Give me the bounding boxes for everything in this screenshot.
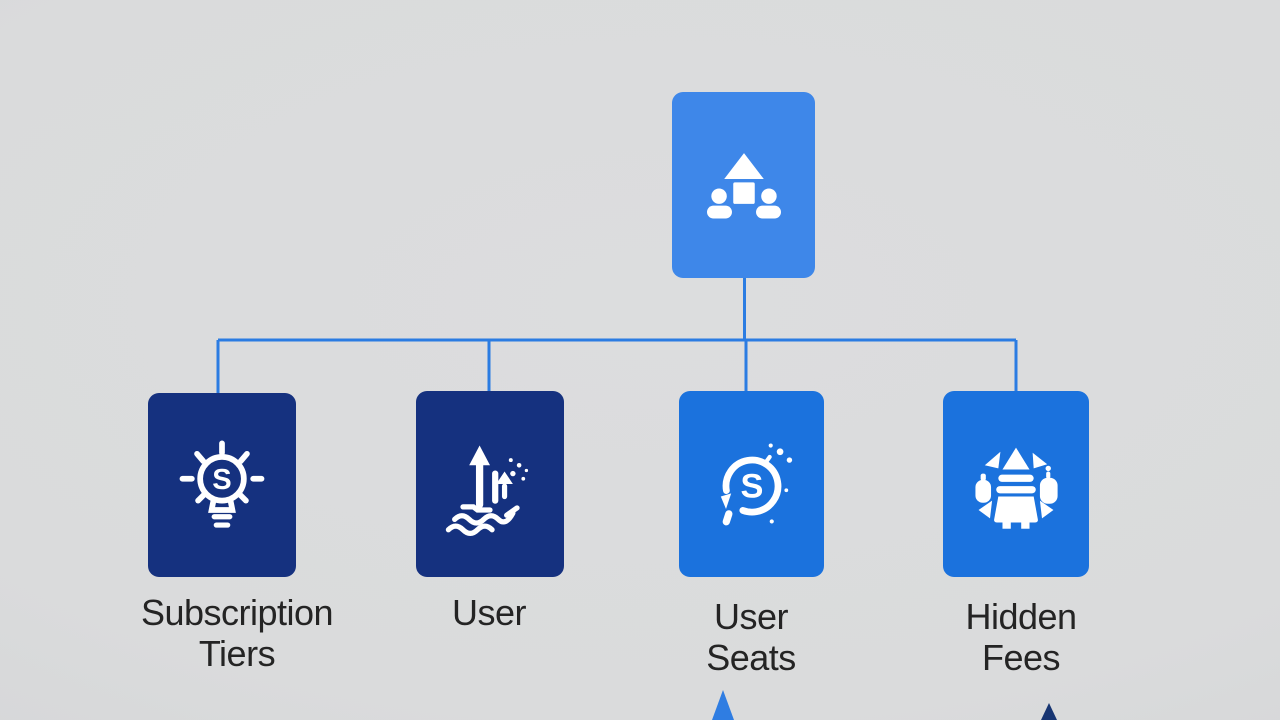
label-user: User [451,592,527,633]
dollar-cycle-icon: S [720,443,792,526]
connector-path [216,277,1018,393]
node-user [416,391,564,577]
bottom-peak-bright [712,690,734,720]
growth-arrows-waves-icon [445,445,529,536]
root-node [672,92,815,278]
house-people-icon [706,153,781,219]
label-hidden-fees: Hidden Fees [965,596,1077,679]
label-subscription-tiers: Subscription Tiers [140,592,334,675]
dollar-lightbulb-icon: S [179,440,265,528]
label-user-seats: User Seats [706,596,796,679]
dollar-letter: S [740,468,763,506]
node-user-seats: S [679,391,824,577]
dollar-letter: S [212,464,231,496]
node-hidden-fees [943,391,1089,577]
bottom-peak-dark [1041,703,1057,720]
fees-bundle-icon [975,447,1058,529]
node-subscription-tiers: S [148,393,296,577]
